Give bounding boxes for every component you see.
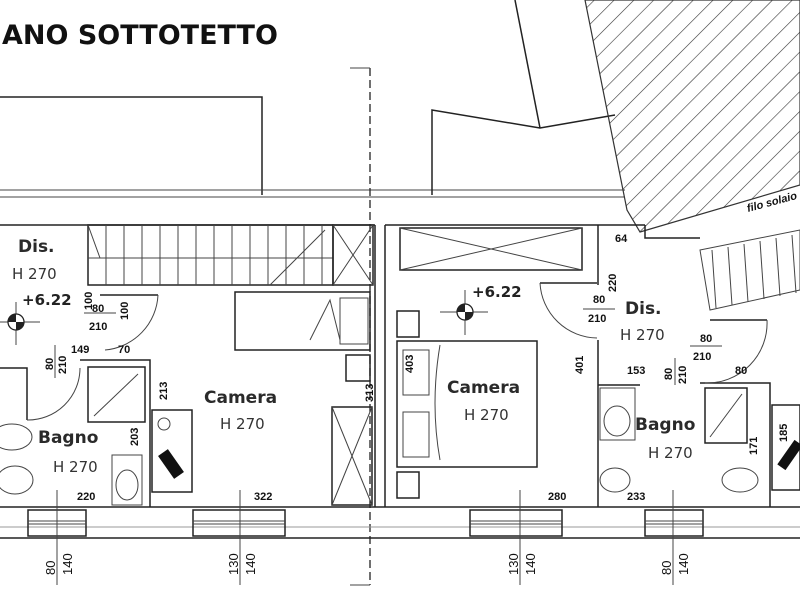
room-label-camera-right: Camera [447,378,520,398]
plan-title: ANO SOTTOTETTO [2,20,278,51]
room-height-dis-left: H 270 [12,265,57,283]
svg-text:322: 322 [254,491,272,503]
room-label-dis-right: Dis. [625,299,662,319]
windows [27,490,704,585]
svg-text:140: 140 [60,553,75,575]
stair-tread [711,249,717,309]
svg-text:185: 185 [778,424,790,442]
staircase-left [87,224,374,286]
svg-text:80: 80 [663,368,675,380]
svg-text:220: 220 [607,274,619,292]
svg-text:210: 210 [693,351,711,363]
room-height-bagno-left: H 270 [53,458,98,476]
stair-tread [759,240,765,300]
svg-text:64: 64 [615,233,628,245]
svg-text:220: 220 [77,491,95,503]
doors [26,282,768,421]
furniture-right [396,227,800,499]
room-label-dis-left: Dis. [18,237,55,257]
level-marker-left [0,302,40,345]
svg-text:140: 140 [676,553,691,575]
room-height-camera-right: H 270 [464,406,509,424]
svg-text:100: 100 [83,292,95,310]
svg-text:130: 130 [226,553,241,575]
svg-text:233: 233 [627,491,645,503]
stair-tread [727,246,733,306]
svg-text:80: 80 [735,365,747,377]
room-height-dis-right: H 270 [620,326,665,344]
room-label-bagno-left: Bagno [38,428,98,448]
svg-text:70: 70 [118,344,130,356]
svg-text:80: 80 [43,561,58,575]
stair-tread [791,234,797,294]
room-height-camera-left: H 270 [220,415,265,433]
svg-text:80: 80 [92,303,104,315]
dimensions-left: 100 80 210 100 149 70 80 210 213 203 220… [44,292,376,503]
level-right: +6.22 [472,283,522,301]
svg-text:210: 210 [89,321,107,333]
svg-text:403: 403 [404,355,416,373]
svg-text:149: 149 [71,344,89,356]
roof-hatch [584,0,800,233]
level-marker-right [440,290,488,335]
svg-text:130: 130 [506,553,521,575]
level-left: +6.22 [22,291,72,309]
svg-text:280: 280 [548,491,566,503]
dimensions-right: 64 220 80 210 80 210 403 401 153 80 210 … [404,233,790,503]
stair-tread [743,243,749,303]
svg-text:140: 140 [243,553,258,575]
svg-text:210: 210 [57,356,69,374]
room-label-camera-left: Camera [204,388,277,408]
svg-text:80: 80 [700,333,712,345]
furniture-left [0,291,373,506]
room-height-bagno-right: H 270 [648,444,693,462]
svg-text:210: 210 [677,366,689,384]
window-dimensions: 80 140 130 140 130 140 80 140 [43,553,691,575]
svg-text:213: 213 [158,382,170,400]
svg-text:80: 80 [44,358,56,370]
svg-text:140: 140 [523,553,538,575]
svg-text:203: 203 [129,428,141,446]
svg-text:171: 171 [748,437,760,455]
svg-text:210: 210 [588,313,606,325]
svg-text:401: 401 [574,356,586,374]
svg-text:80: 80 [593,294,605,306]
room-label-bagno-right: Bagno [635,415,695,435]
staircase-right [699,229,800,311]
svg-text:80: 80 [659,561,674,575]
stair-tread [775,237,781,297]
svg-text:100: 100 [119,302,131,320]
svg-text:313: 313 [364,384,376,402]
svg-text:153: 153 [627,365,645,377]
